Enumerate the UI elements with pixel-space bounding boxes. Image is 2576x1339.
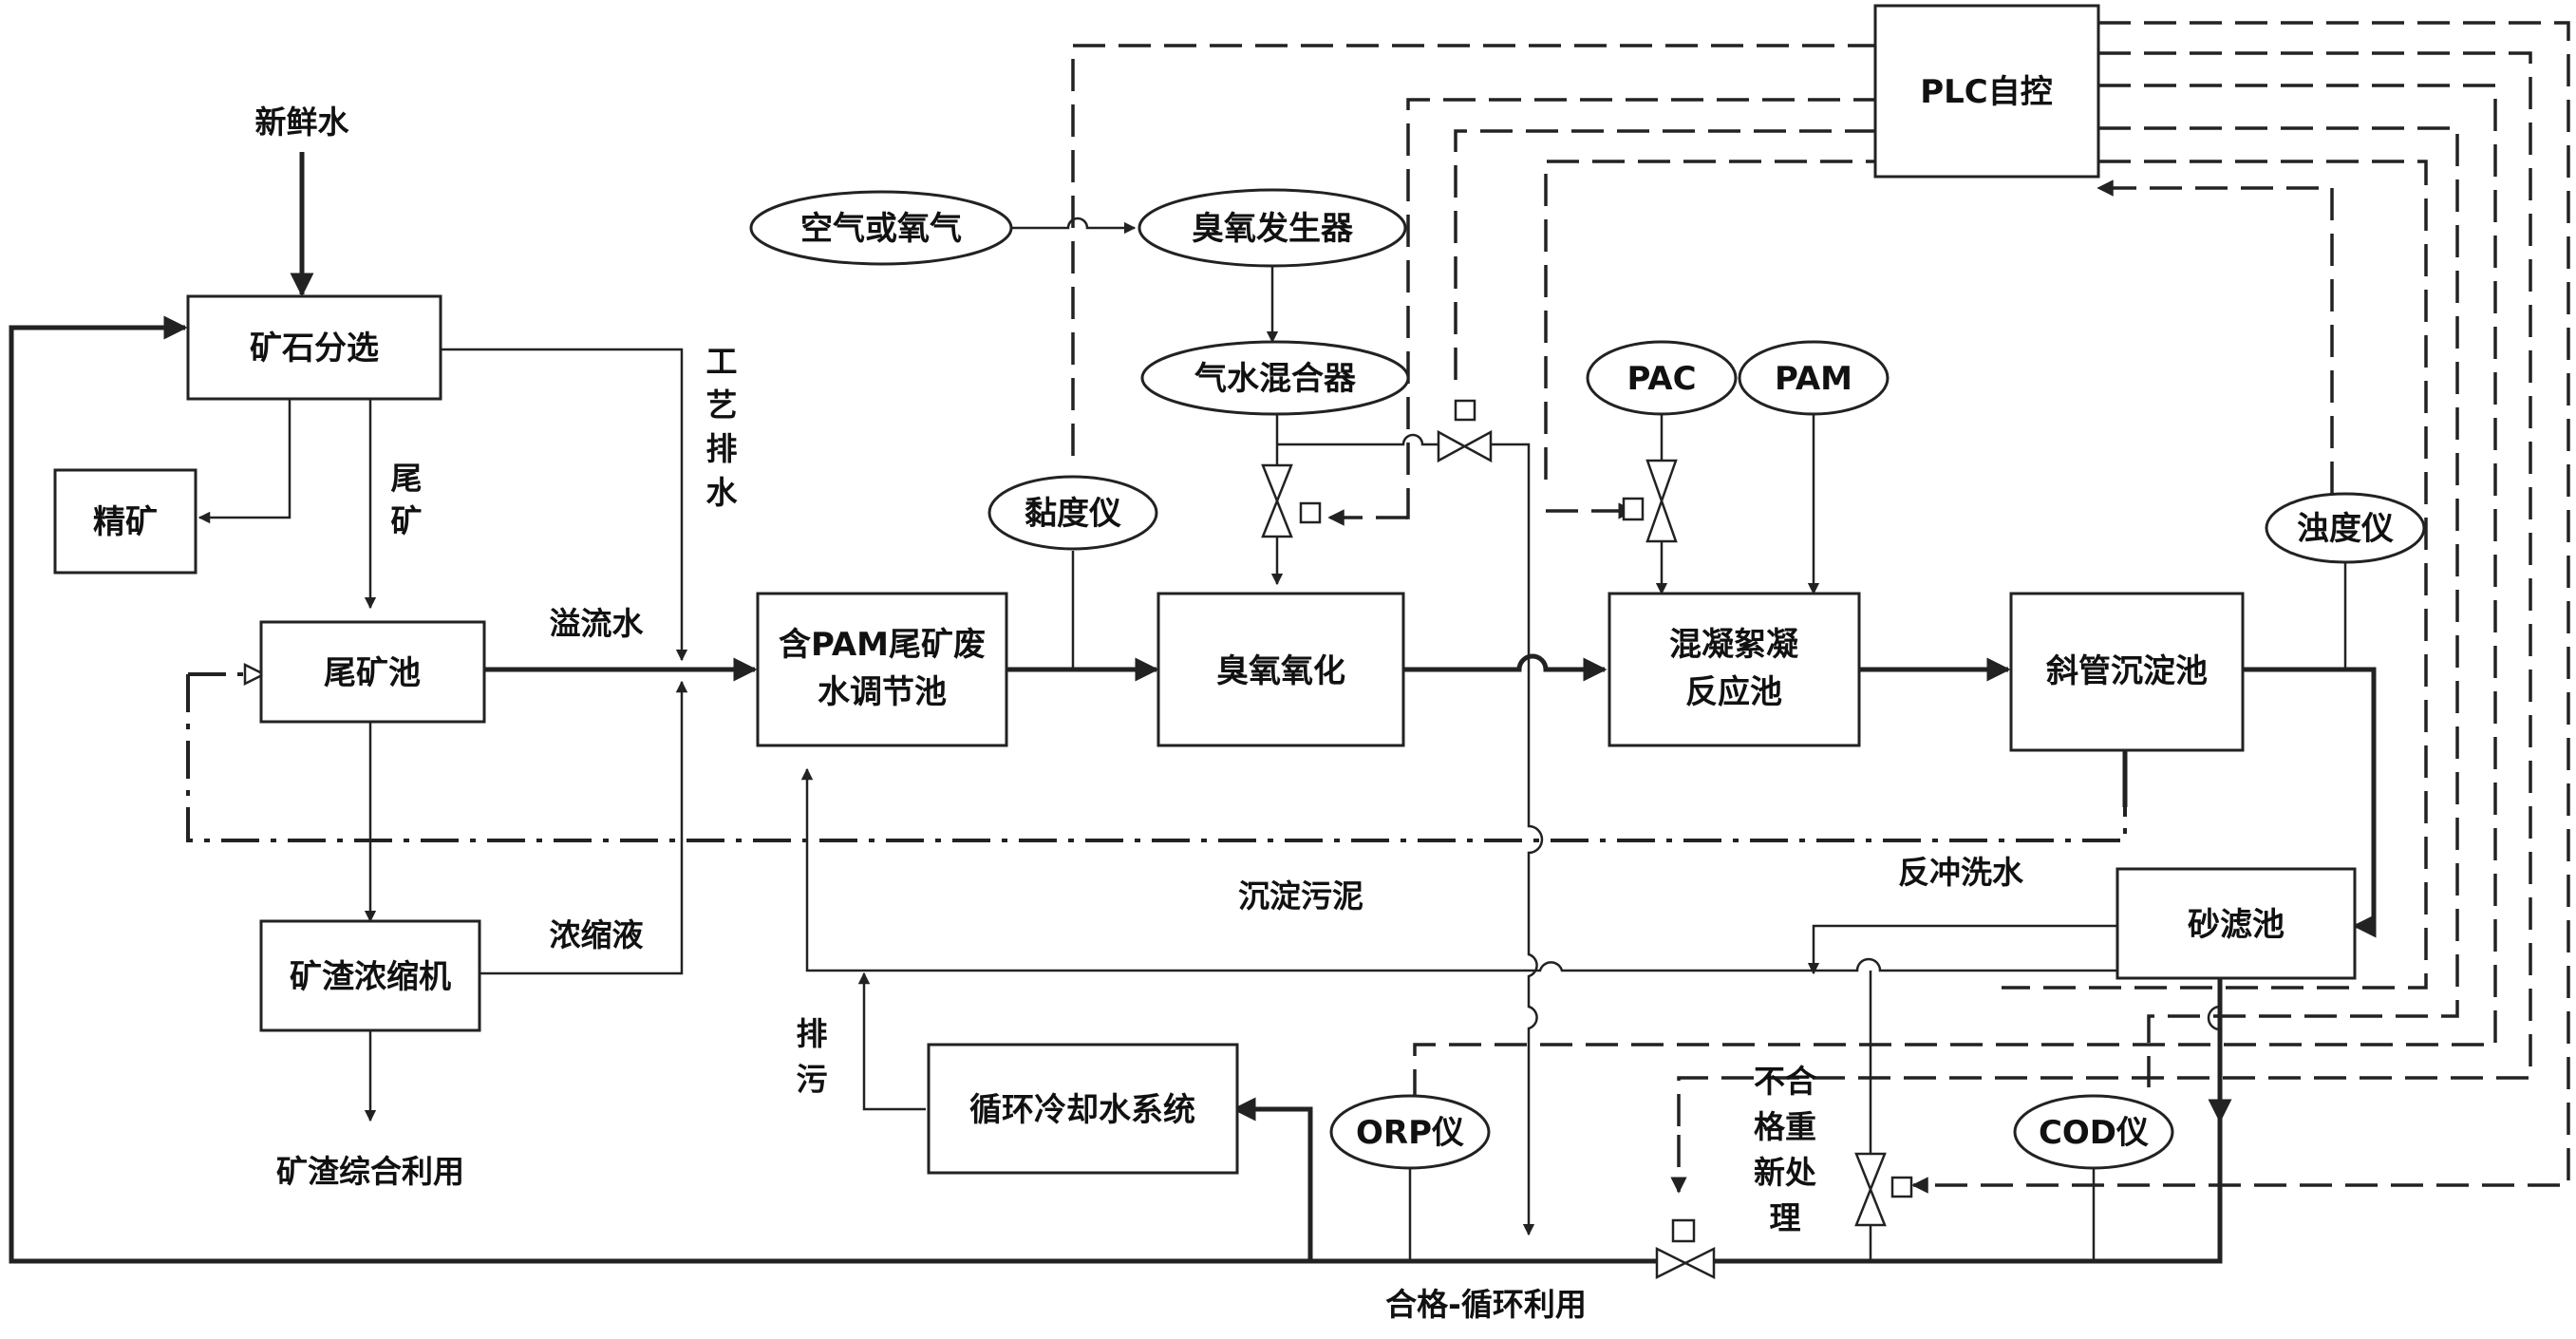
node-inclined-tube: 斜管沉淀池 [2009,592,2245,752]
svg-text:精矿: 精矿 [93,503,158,541]
svg-text:矿石分选: 矿石分选 [250,330,379,368]
free-labels: 新鲜水 尾 矿 工 艺 排 水 溢流水 浓缩液 矿渣综合利用 沉淀污泥 反冲洗水… [255,104,2025,1323]
valve-right[interactable] [1854,1152,1913,1227]
label-gong: 工 [706,343,738,380]
svg-text:空气或氧气: 空气或氧气 [800,210,962,248]
ellipse-pam: PAM [1738,340,1890,416]
valve-mixer[interactable] [1261,463,1322,538]
valve-pac[interactable] [1622,459,1678,543]
node-adjustment-tank: 含PAM尾矿废 水调节池 [756,592,1008,747]
ellipse-ozone-generator: 臭氧发生器 [1138,188,1407,268]
plc-control-lines [1071,21,2570,1194]
svg-text:黏度仪: 黏度仪 [1025,495,1121,533]
svg-text:水调节池: 水调节池 [818,673,947,711]
node-ozone-oxidation: 臭氧氧化 [1156,592,1405,747]
svg-text:含PAM尾矿废: 含PAM尾矿废 [779,626,986,664]
node-slag-thickener: 矿渣浓缩机 [259,919,481,1032]
svg-text:斜管沉淀池: 斜管沉淀池 [2046,652,2208,690]
svg-text:浊度仪: 浊度仪 [2297,510,2394,548]
svg-text:反应池: 反应池 [1685,673,1782,711]
label-wei: 尾 [391,460,423,497]
svg-text:气水混合器: 气水混合器 [1194,360,1357,398]
label-paiwu-2: 污 [797,1061,828,1098]
svg-text:PAM: PAM [1775,360,1852,398]
ellipse-orp: ORP仪 [1329,1094,1491,1170]
svg-text:ORP仪: ORP仪 [1356,1114,1464,1152]
label-yi: 艺 [706,387,738,424]
svg-text:臭氧氧化: 臭氧氧化 [1216,652,1345,690]
svg-text:循环冷却水系统: 循环冷却水系统 [969,1091,1195,1129]
label-slag-use: 矿渣综合利用 [276,1153,464,1190]
label-fresh-water: 新鲜水 [255,104,350,141]
thin-flow-lines [197,217,2347,1261]
label-shui: 水 [706,474,739,511]
label-pai: 排 [706,430,738,467]
ellipse-turbidity: 浊度仪 [2265,492,2426,564]
ellipse-gas-water-mixer: 气水混合器 [1140,340,1410,416]
label-concentrate-liquid: 浓缩液 [550,916,644,953]
label-sludge: 沉淀污泥 [1238,877,1363,915]
node-ore-separation: 矿石分选 [186,294,442,401]
label-overflow: 溢流水 [550,605,645,642]
label-unqualified-3: 新处 [1754,1154,1816,1191]
label-backwash: 反冲洗水 [1898,854,2024,891]
label-unqualified-2: 格重 [1754,1108,1816,1145]
node-tailings-pool: 尾矿池 [259,620,486,724]
node-cooling-water: 循环冷却水系统 [927,1043,1239,1175]
node-plc: PLC自控 [1873,4,2100,179]
svg-text:砂滤池: 砂滤池 [2188,906,2285,944]
node-concentrate: 精矿 [53,468,197,575]
ellipse-pac: PAC [1586,340,1738,416]
svg-text:PLC自控: PLC自控 [1920,73,2053,111]
svg-text:混凝絮凝: 混凝絮凝 [1669,626,1798,664]
node-coagulation: 混凝絮凝 反应池 [1608,592,1861,747]
valve-top[interactable] [1437,399,1493,463]
valve-bottom[interactable] [1655,1218,1716,1280]
label-unqualified-4: 理 [1770,1199,1801,1236]
label-kuang: 矿 [391,502,423,539]
ellipse-air-oxygen: 空气或氧气 [749,190,1013,266]
ellipse-cod: COD仪 [2013,1094,2174,1170]
main-flow-lines [9,152,2377,1264]
svg-text:COD仪: COD仪 [2039,1114,2149,1152]
node-sand-filter: 砂滤池 [2115,867,2357,980]
svg-text:PAC: PAC [1626,360,1696,398]
label-paiwu-1: 排 [797,1015,828,1052]
ellipse-viscometer: 黏度仪 [987,475,1158,551]
label-unqualified-1: 不合 [1754,1063,1816,1100]
svg-text:尾矿池: 尾矿池 [324,654,421,692]
svg-text:矿渣浓缩机: 矿渣浓缩机 [290,958,451,996]
svg-text:臭氧发生器: 臭氧发生器 [1192,210,1354,248]
label-qualified: 合格-循环利用 [1385,1286,1587,1323]
